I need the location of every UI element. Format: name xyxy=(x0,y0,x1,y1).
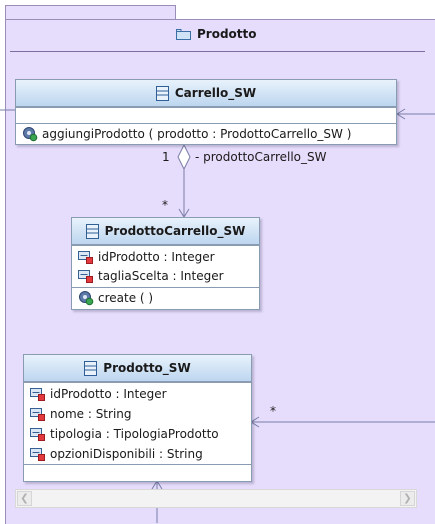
scroll-left-arrow-icon[interactable]: ❮ xyxy=(17,491,32,506)
aggregation-connector xyxy=(177,143,191,218)
attribute-label: tagliaScelta : Integer xyxy=(98,269,224,283)
attribute-row[interactable]: nome : String xyxy=(30,405,132,423)
external-multiplicity: * xyxy=(270,404,276,418)
operation-icon xyxy=(78,290,94,306)
class-prodottocarrello-sw[interactable]: ProdottoCarrello_SW idProdotto : Integer… xyxy=(71,217,260,310)
association-connector-right xyxy=(250,416,435,428)
attribute-row[interactable]: idProdotto : Integer xyxy=(30,385,167,403)
attribute-icon xyxy=(30,427,46,441)
attribute-icon xyxy=(78,269,94,283)
source-multiplicity: 1 xyxy=(162,150,170,164)
aggregation-diamond xyxy=(177,143,191,171)
attribute-compartment: idProdotto : Integer nome : String tipol… xyxy=(24,382,251,465)
target-multiplicity: * xyxy=(162,198,168,212)
attribute-icon xyxy=(30,447,46,461)
package-name: Prodotto xyxy=(197,27,257,41)
attribute-label: idProdotto : Integer xyxy=(50,387,167,401)
class-name: Carrello_SW xyxy=(174,86,257,100)
class-prodotto-sw[interactable]: Prodotto_SW idProdotto : Integer nome : … xyxy=(23,354,252,482)
package-separator xyxy=(10,51,425,52)
class-icon xyxy=(84,360,98,376)
attribute-label: idProdotto : Integer xyxy=(98,250,215,264)
operation-compartment: aggiungiProdotto ( prodotto : ProdottoCa… xyxy=(16,123,396,144)
class-header: Prodotto_SW xyxy=(24,355,251,382)
attribute-label: opzioniDisponibili : String xyxy=(50,447,203,461)
attribute-row[interactable]: opzioniDisponibili : String xyxy=(30,445,203,463)
class-icon xyxy=(85,223,99,239)
operation-row[interactable]: create ( ) xyxy=(78,289,153,307)
attribute-icon xyxy=(30,407,46,421)
operation-label: aggiungiProdotto ( prodotto : ProdottoCa… xyxy=(42,127,352,141)
class-header: Carrello_SW xyxy=(16,80,396,107)
class-icon xyxy=(155,85,169,101)
class-name: ProdottoCarrello_SW xyxy=(104,224,246,238)
package-header: Prodotto xyxy=(176,26,257,42)
attribute-icon xyxy=(30,387,46,401)
package-icon xyxy=(176,28,191,40)
operation-label: create ( ) xyxy=(98,291,154,305)
attribute-icon xyxy=(78,250,94,264)
attribute-compartment xyxy=(16,107,396,124)
scroll-right-arrow-icon[interactable]: ❯ xyxy=(400,491,415,506)
class-name: Prodotto_SW xyxy=(103,361,191,375)
package-tab xyxy=(5,5,176,20)
class-carrello-sw[interactable]: Carrello_SW aggiungiProdotto ( prodotto … xyxy=(15,79,397,145)
attribute-row[interactable]: tipologia : TipologiaProdotto xyxy=(30,425,219,443)
role-label[interactable]: - prodottoCarrello_SW xyxy=(195,150,327,164)
attribute-row[interactable]: tagliaScelta : Integer xyxy=(78,267,224,285)
operation-compartment xyxy=(24,464,251,481)
attribute-row[interactable]: idProdotto : Integer xyxy=(78,248,215,266)
operation-row[interactable]: aggiungiProdotto ( prodotto : ProdottoCa… xyxy=(22,125,351,143)
horizontal-scrollbar[interactable]: ❮ ❯ xyxy=(15,489,417,508)
attribute-label: nome : String xyxy=(50,407,132,421)
incoming-connector-right xyxy=(396,108,435,120)
class-header: ProdottoCarrello_SW xyxy=(72,218,259,245)
attribute-compartment: idProdotto : Integer tagliaScelta : Inte… xyxy=(72,245,259,288)
operation-compartment: create ( ) xyxy=(72,287,259,309)
operation-icon xyxy=(22,126,38,142)
attribute-label: tipologia : TipologiaProdotto xyxy=(50,427,219,441)
